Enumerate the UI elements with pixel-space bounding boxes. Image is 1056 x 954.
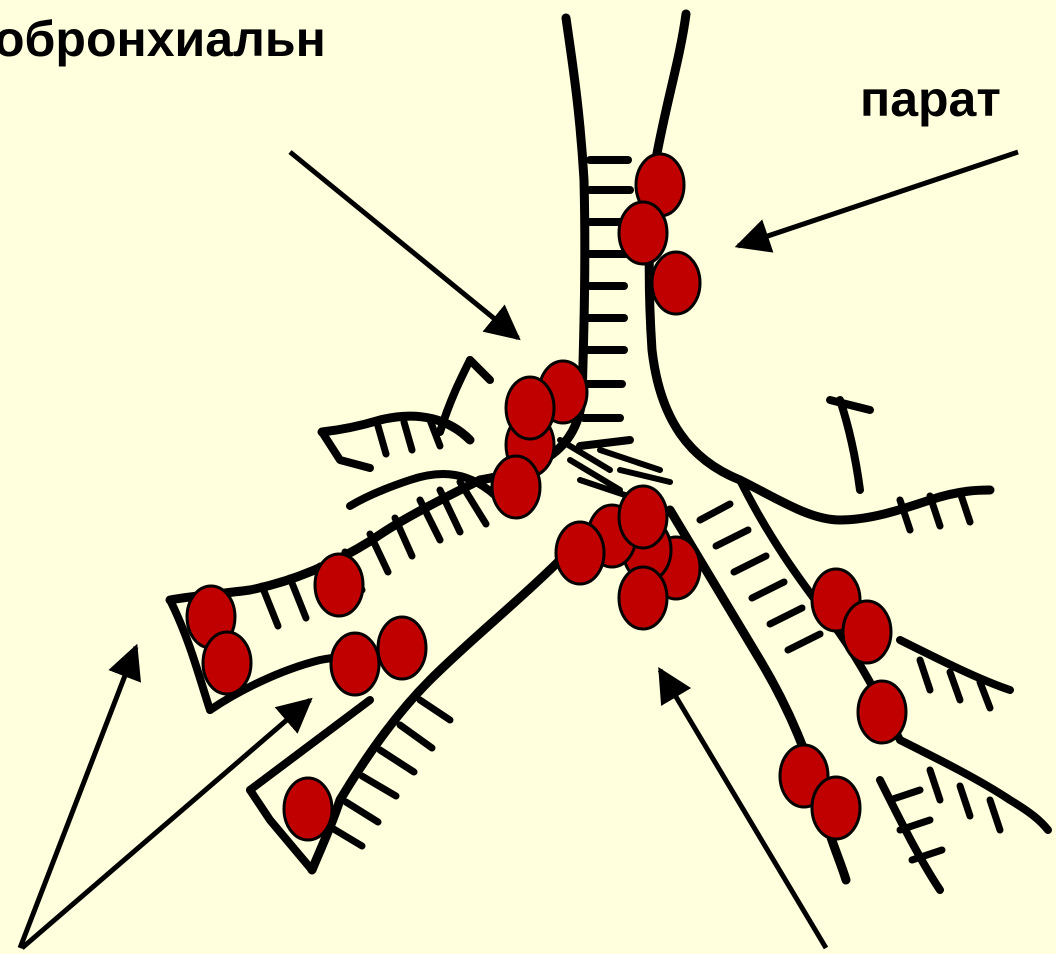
lymph-node-icon — [506, 377, 554, 439]
arrow-icon — [738, 152, 1018, 246]
lymph-node-icon — [203, 632, 251, 694]
lymph-node-icon — [378, 617, 426, 679]
lymph-node-icon — [652, 252, 700, 314]
lymph-node-icon — [619, 486, 667, 548]
bronchial-tree — [170, 14, 1048, 890]
lymph-node-icon — [619, 567, 667, 629]
lymph-node-icon — [858, 681, 906, 743]
arrows — [20, 152, 1018, 948]
lymph-node-icon — [812, 777, 860, 839]
arrow-icon — [660, 670, 826, 948]
lymph-node-icon — [331, 633, 379, 695]
lymph-node-icon — [315, 554, 363, 616]
lymph-node-icon — [492, 456, 540, 518]
right-bronchus-upper-wall — [740, 480, 990, 520]
lymph-node-icon — [556, 522, 604, 584]
arrow-icon — [290, 152, 518, 338]
lymph-node-icon — [619, 202, 667, 264]
lymph-node-icon — [843, 601, 891, 663]
lymph-node-icon — [284, 778, 332, 840]
